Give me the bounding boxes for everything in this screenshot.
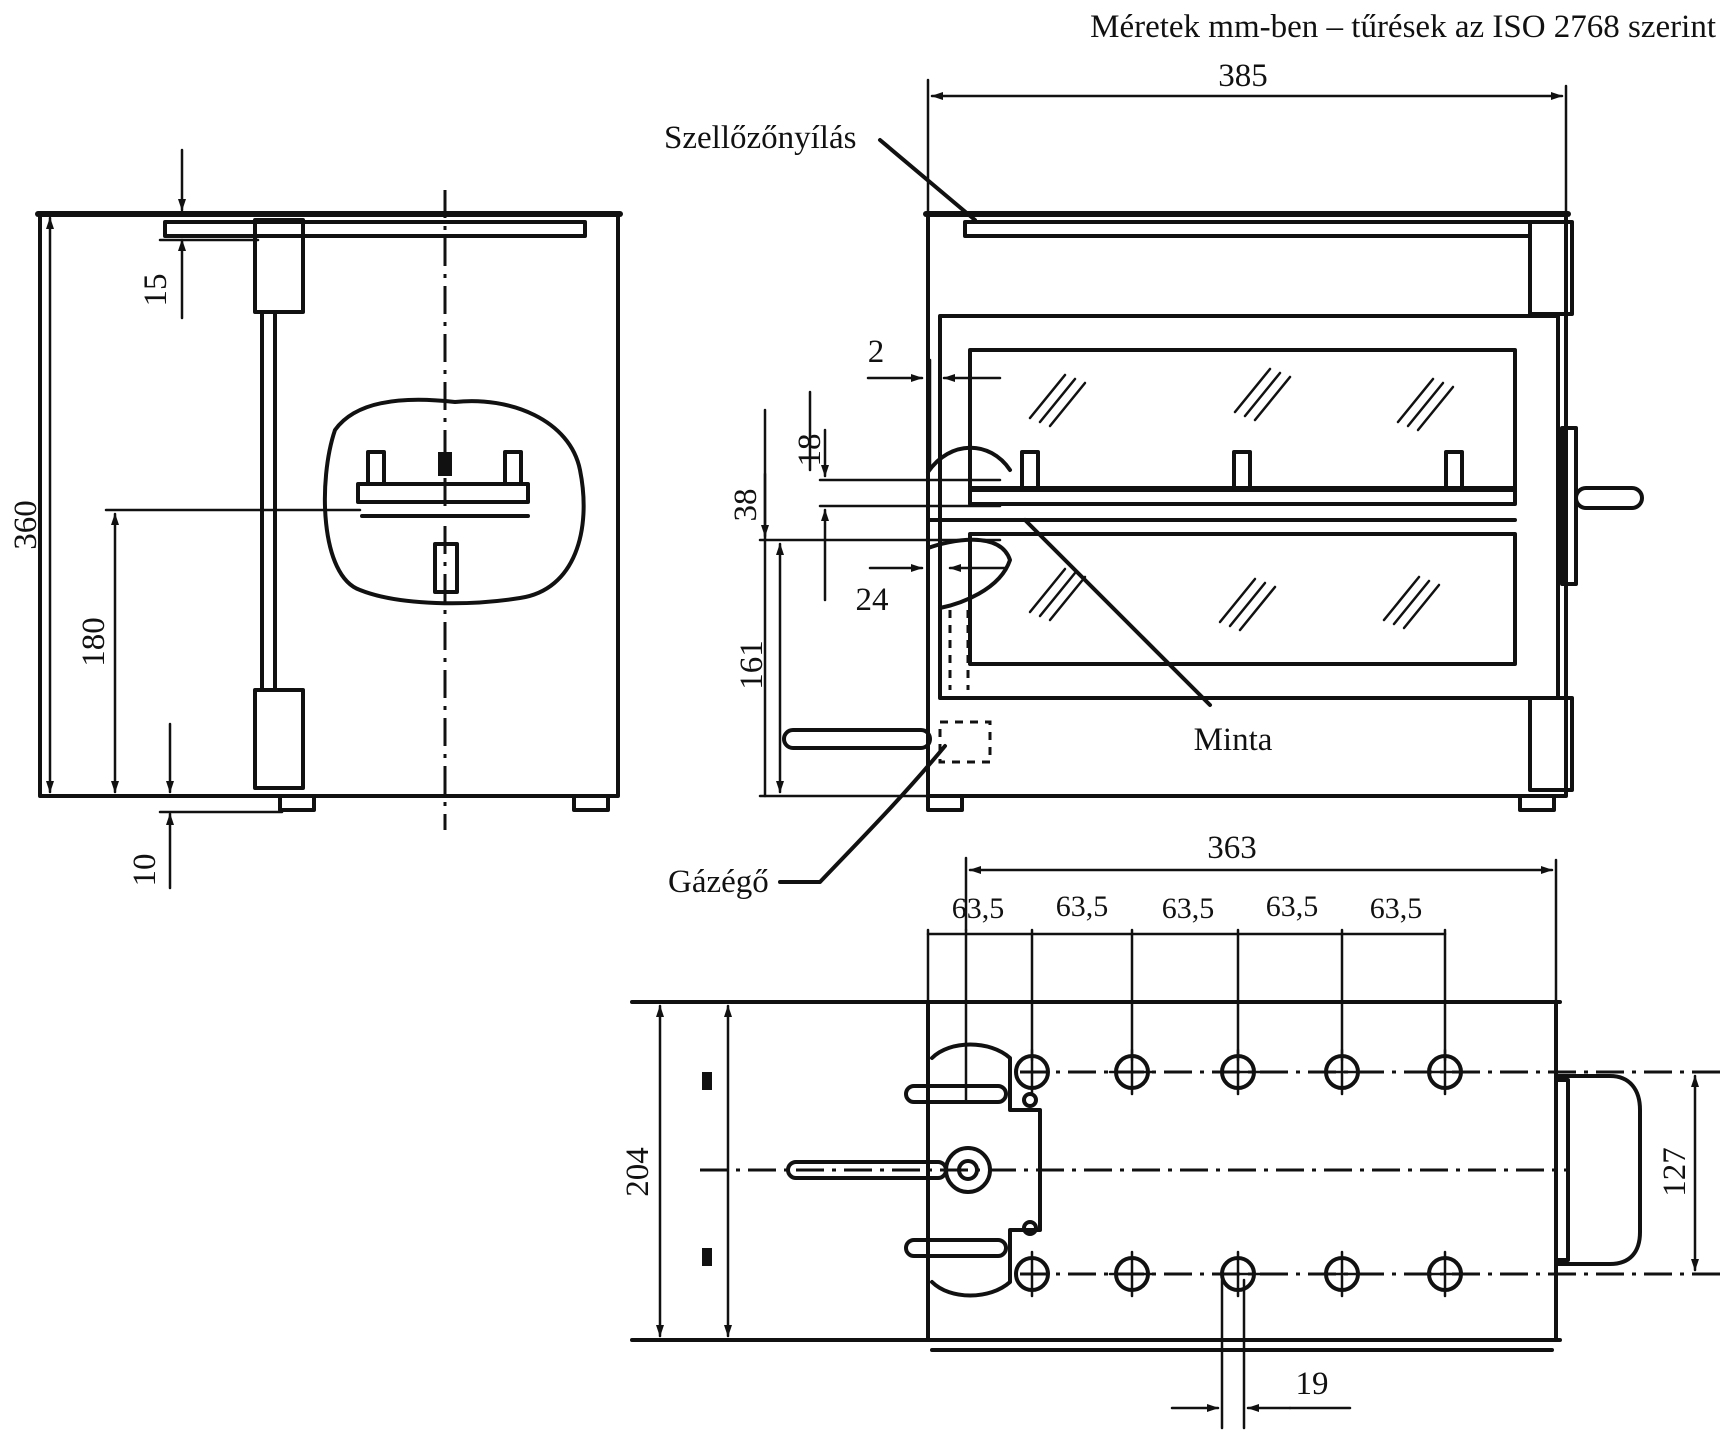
side-view: 385 2 18 38 24 161 Szellőzőnyílás Minta … (664, 58, 1644, 900)
dim-depth-204: 204 (620, 1147, 656, 1197)
dim-gap-2: 2 (868, 334, 885, 370)
dim-side-width: 385 (1218, 58, 1268, 94)
dim-slot-19: 19 (1296, 1366, 1329, 1402)
top-view: 363 63,5 63,5 63,5 63,5 63,5 204 127 19 (620, 830, 1720, 1430)
dim-front-top: 15 (138, 274, 174, 307)
label-sample: Minta (1194, 722, 1273, 758)
label-burner: Gázégő (668, 864, 769, 900)
dim-handle-127: 127 (1657, 1147, 1693, 1197)
dim-pitch-2: 63,5 (1056, 890, 1109, 923)
hole-row-lower (1014, 1250, 1469, 1298)
dim-pitch-3: 63,5 (1162, 892, 1215, 925)
dim-gap-24: 24 (856, 582, 889, 618)
dim-pitch-1: 63,5 (952, 892, 1005, 925)
dim-front-bottom: 10 (127, 854, 163, 887)
dim-gap-38: 38 (728, 489, 764, 522)
dim-front-center: 180 (76, 617, 112, 667)
dim-height-161: 161 (734, 640, 770, 690)
dim-pitch-4: 63,5 (1266, 890, 1319, 923)
dim-top-width: 363 (1207, 830, 1257, 866)
label-vent: Szellőzőnyílás (664, 120, 856, 156)
dim-pitch-5: 63,5 (1370, 892, 1423, 925)
dim-front-height: 360 (8, 500, 44, 550)
header-note: Méretek mm-ben – tűrések az ISO 2768 sze… (1090, 9, 1716, 45)
dim-gap-18: 18 (792, 434, 828, 467)
front-view: 360 180 15 10 (8, 148, 623, 890)
